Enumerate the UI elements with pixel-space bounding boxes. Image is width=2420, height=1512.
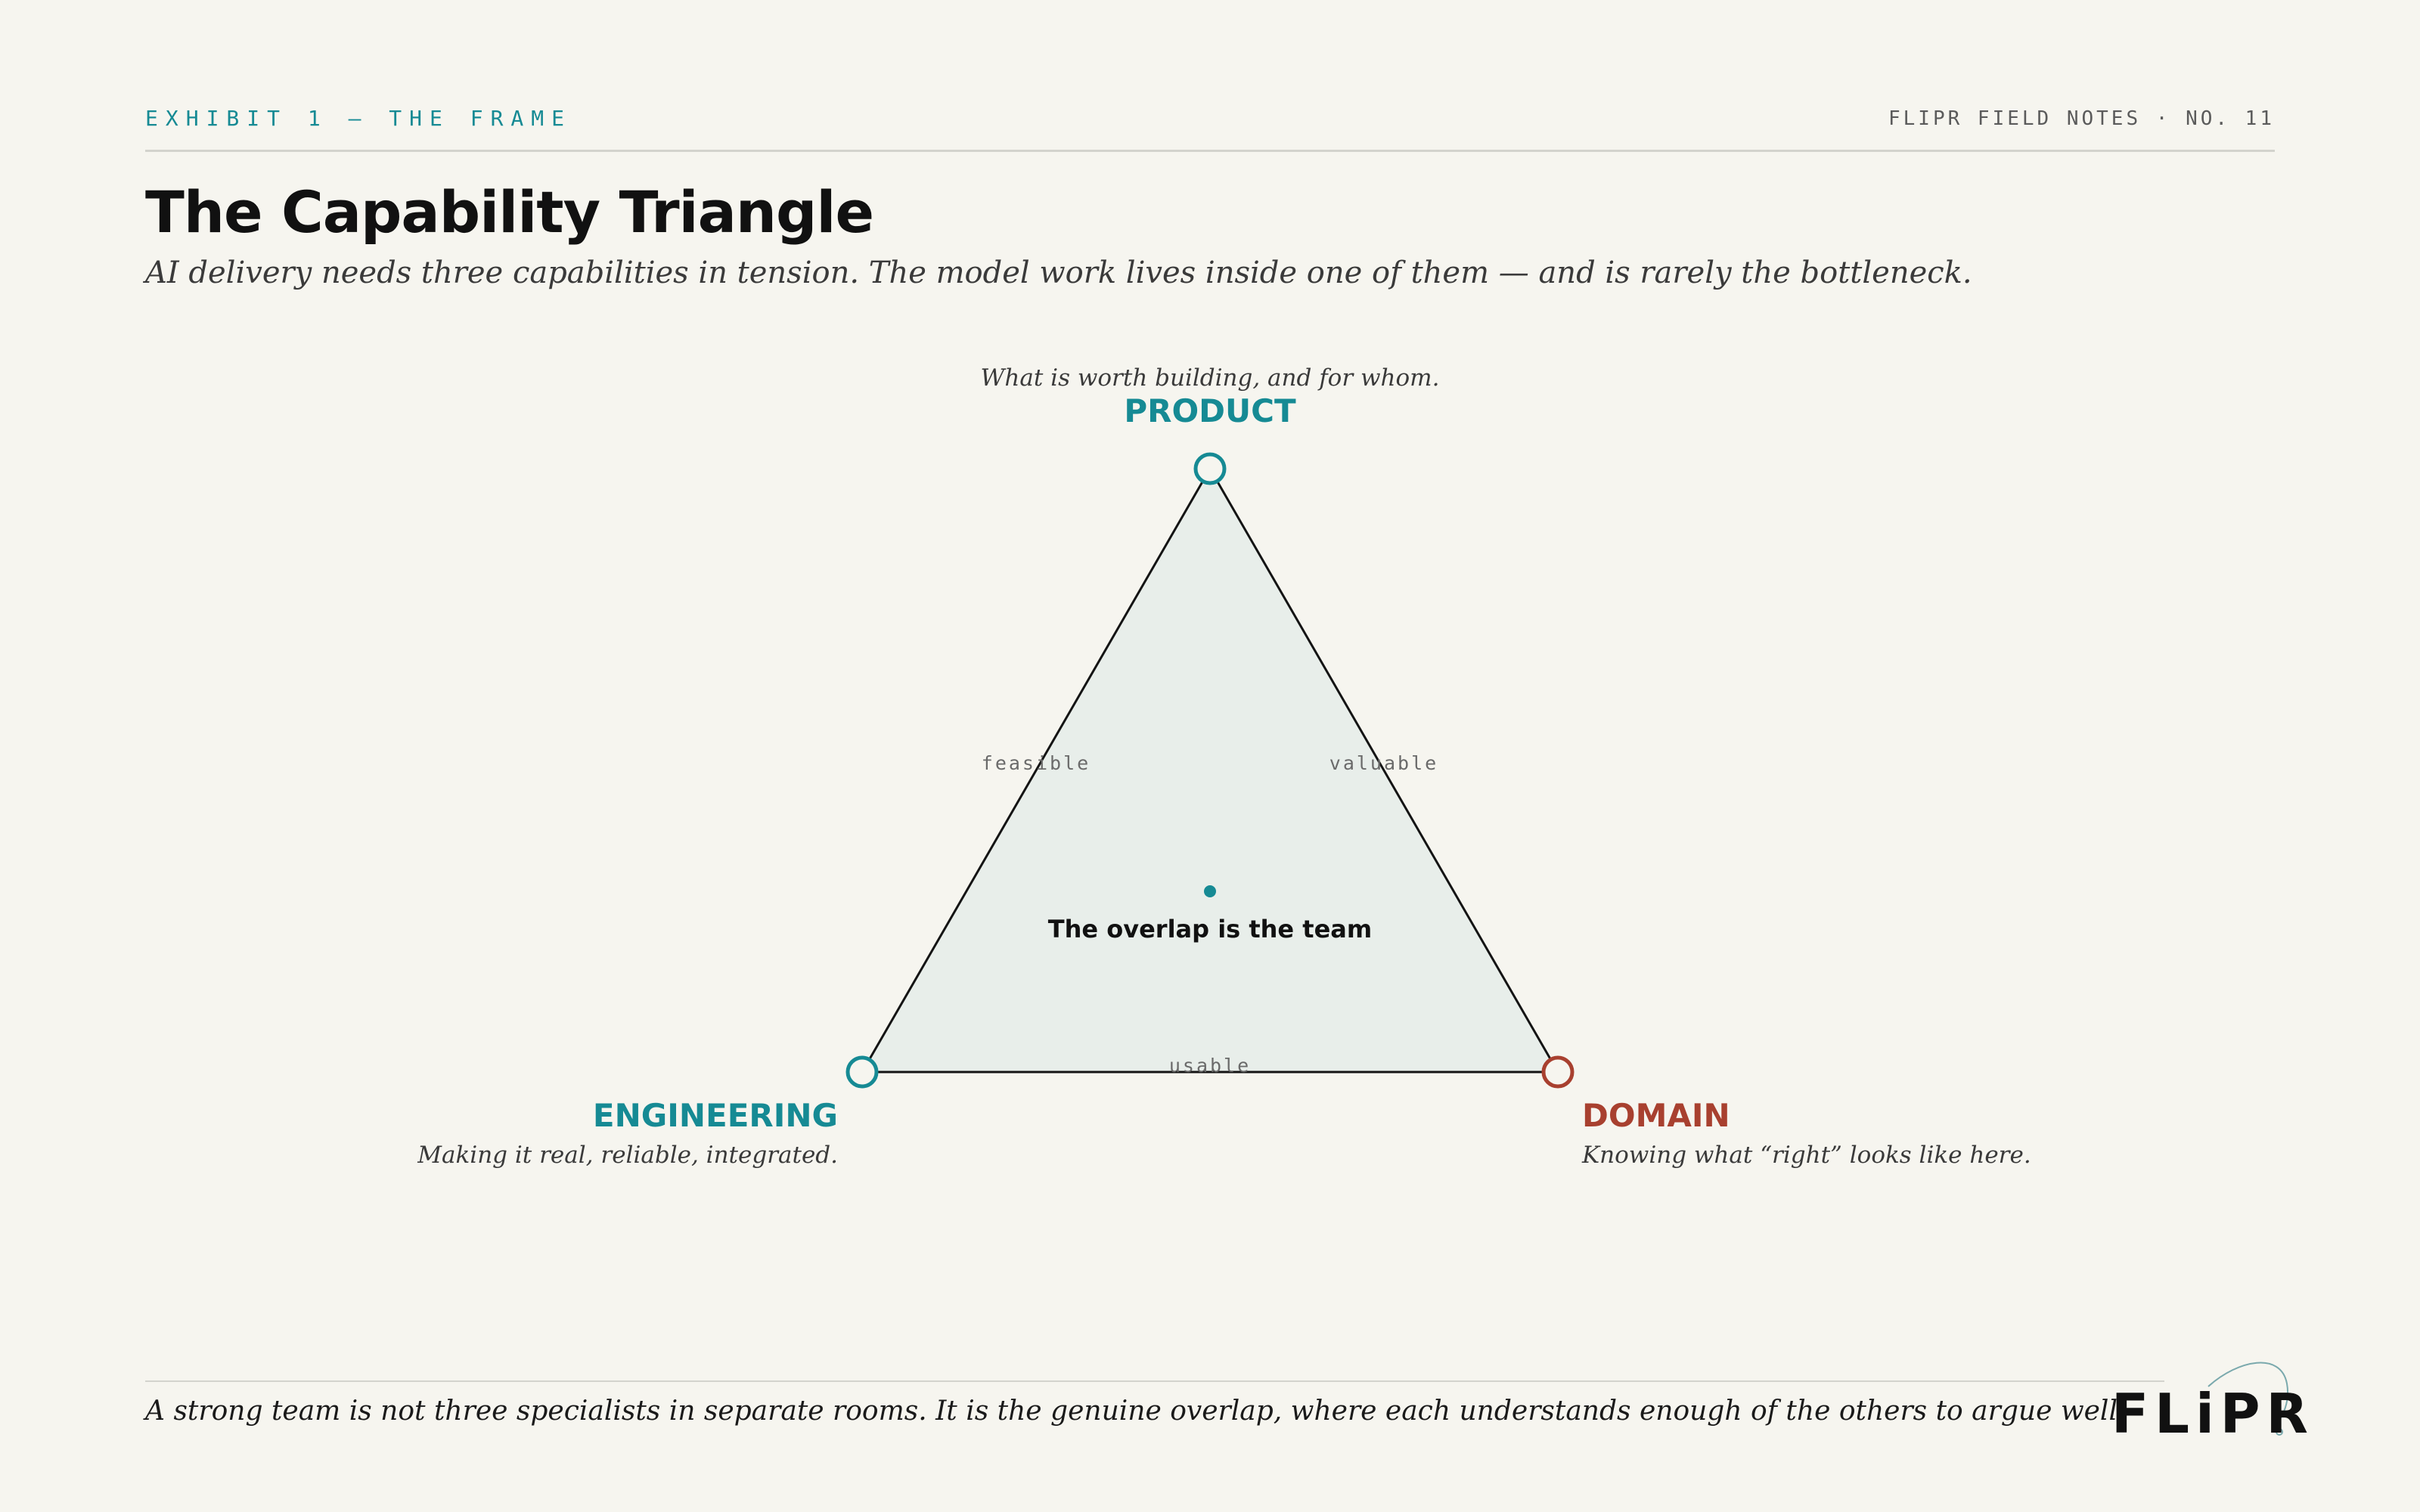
product-node	[1193, 452, 1227, 485]
edge-label-usable: usable	[1169, 1055, 1251, 1077]
engineering-label: ENGINEERING	[593, 1097, 838, 1134]
logo-swoosh-icon	[2207, 1362, 2288, 1436]
page-title: The Capability Triangle	[145, 178, 874, 246]
engineering-node	[845, 1055, 879, 1089]
center-dot	[1204, 885, 1216, 897]
series-label: FLIPR FIELD NOTES · NO. 11	[1888, 107, 2275, 130]
header-divider	[145, 150, 2275, 152]
product-description: What is worth building, and for whom.	[981, 364, 1440, 392]
page-subtitle: AI delivery needs three capabilities in …	[145, 256, 1972, 290]
center-label: The overlap is the team	[1048, 915, 1372, 943]
engineering-description: Making it real, reliable, integrated.	[417, 1142, 838, 1169]
edge-label-valuable: valuable	[1329, 752, 1438, 774]
exhibit-label: EXHIBIT 1 — THE FRAME	[145, 106, 572, 131]
footer-divider	[145, 1380, 2164, 1382]
flipr-logo: FLiPR	[2102, 1353, 2308, 1452]
edge-label-feasible: feasible	[982, 752, 1091, 774]
domain-description: Knowing what “right” looks like here.	[1581, 1142, 2031, 1169]
footer-note: A strong team is not three specialists i…	[145, 1396, 2127, 1427]
product-label: PRODUCT	[1124, 392, 1296, 429]
triangle-overlap-area	[861, 467, 1559, 1074]
domain-node	[1541, 1055, 1575, 1089]
logo-wordmark: FLiPR	[2111, 1382, 2314, 1445]
domain-label: DOMAIN	[1582, 1097, 1730, 1134]
